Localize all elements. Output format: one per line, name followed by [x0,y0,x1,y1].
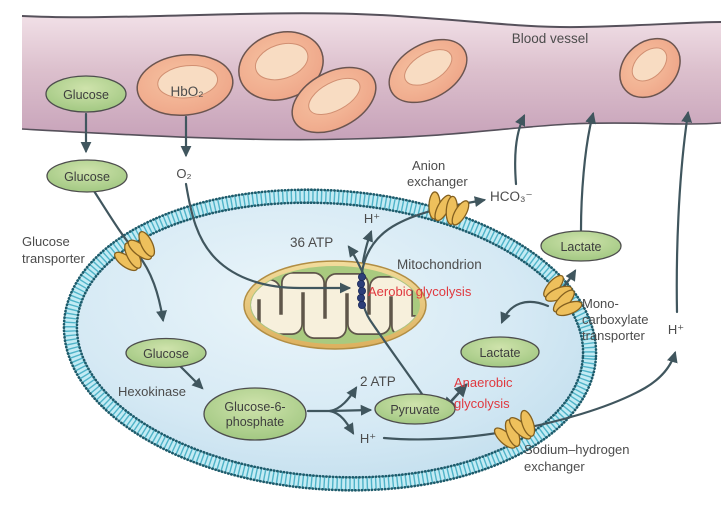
arrow-36atp [347,245,365,275]
blood-vessel-label: Blood vessel [512,31,589,46]
red-blood-cell [238,31,324,101]
atp2-label: 2 ATP [360,374,396,389]
arrow-mito-hplus [361,229,373,264]
arrow-to-hplus [328,409,355,435]
aerobic-glycolysis-label: Aerobic glycolysis [368,284,472,299]
anion-exchanger-label-2: exchanger [407,174,468,189]
cell-membrane-stripes [63,189,597,491]
o2-label: O₂ [176,166,191,181]
cell-membrane-inner-dots [75,201,585,479]
g6p-node: Glucose-6- phosphate [203,387,307,441]
blood-vessel: Blood vessel HbO₂ Glucose [21,12,721,141]
anion-exchanger-label-1: Anion [412,158,445,173]
mct-label-3: transporter [582,328,646,343]
mct-label-2: carboxylate [582,312,648,327]
arrow-hplus-to-vessel [675,110,693,314]
lactate-node-cytosol: Lactate [460,336,540,368]
glucose-node-vessel: Glucose [45,75,127,113]
hbo2-label: HbO₂ [171,84,204,99]
hexokinase-label: Hexokinase [118,384,186,399]
pyruvate-node-label: Pyruvate [390,403,439,417]
mitochondrion [243,260,427,350]
oxidative-site-beads [356,272,366,309]
red-blood-cell [619,37,681,99]
arrow-hexokinase [178,364,204,390]
nhe-label-1: Sodium–hydrogen [524,442,630,457]
red-blood-cell [136,53,234,117]
mitochondrion-label: Mitochondrion [397,257,482,272]
hco3-label: HCO₃⁻ [490,189,533,204]
red-blood-cell [291,66,377,134]
lactate-node-cytosol-label: Lactate [479,346,520,360]
g6p-node-label-2: phosphate [226,415,284,429]
anaerobic-glycolysis-label-1: Anaerobic [454,375,513,390]
pyruvate-node: Pyruvate [374,393,456,425]
lactate-node-extracellular: Lactate [540,230,622,262]
flow-arrows [80,110,693,441]
glucose-node-interstitial: Glucose [46,159,128,193]
atp36-label: 36 ATP [290,235,333,250]
arrow-hco3-to-vessel [514,114,526,186]
arrow-lactate-to-vessel [579,111,596,232]
glucose-node-cytosol-label: Glucose [143,347,189,361]
mito-hplus-label: H⁺ [364,211,380,226]
mitochondrion-cristae [251,272,419,339]
arrow-to-pyruvate [328,404,373,416]
glucose-transporter-label-2: transporter [22,251,86,266]
glucose-node-vessel-label: Glucose [63,88,109,102]
g6p-node-label-1: Glucose-6- [224,400,285,414]
anaerobic-glycolysis-label-2: glycolysis [454,396,510,411]
glucose-node-interstitial-label: Glucose [64,170,110,184]
extracellular-hplus-label: H⁺ [668,322,684,337]
glucose-transporter-label-1: Glucose [22,234,70,249]
mct-label-1: Mono- [582,296,619,311]
lactate-node-extracellular-label: Lactate [560,240,601,254]
glucose-node-cytosol: Glucose [125,337,207,369]
red-blood-cell [388,38,468,104]
arrow-mct-to-inner-lactate [500,300,550,325]
arrow-hplus-nhe [382,350,678,441]
cell-membrane-outer-dots [62,188,598,492]
blood-vessel-wall-top [21,12,721,29]
glycolysis-hplus-label: H⁺ [360,431,376,446]
arrow-o2-to-mitochondrion [184,182,352,294]
blood-vessel-wall-bottom [21,122,721,141]
nhe-label-2: exchanger [524,459,585,474]
